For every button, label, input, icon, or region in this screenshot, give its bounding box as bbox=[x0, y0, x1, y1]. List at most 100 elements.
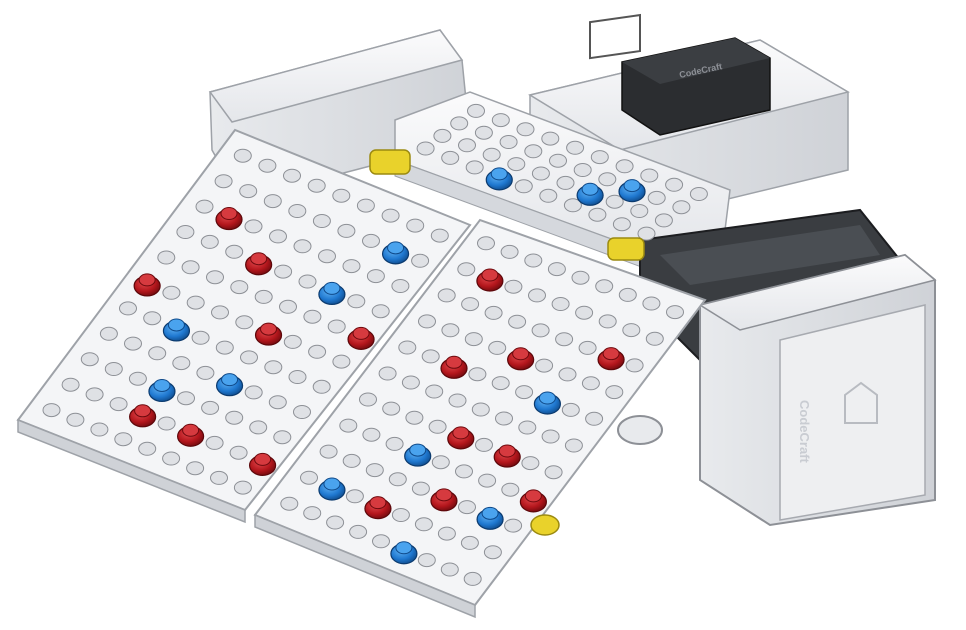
right-panel-hole bbox=[488, 340, 507, 355]
middle-plate-hole bbox=[556, 175, 575, 190]
right-panel-hole bbox=[521, 456, 540, 471]
right-panel-hole bbox=[471, 402, 490, 417]
left-panel-hole bbox=[176, 225, 195, 239]
left-panel-hole bbox=[258, 158, 277, 173]
right-panel-hole bbox=[365, 463, 384, 478]
right-panel-hole bbox=[484, 305, 503, 320]
middle-plate-hole bbox=[615, 159, 634, 174]
left-panel-hole bbox=[210, 470, 228, 485]
right-panel-hole bbox=[326, 515, 345, 530]
right-panel-hole bbox=[339, 418, 358, 433]
right-panel-hole bbox=[555, 332, 574, 347]
right-panel-hole bbox=[531, 323, 550, 338]
left-panel-hole bbox=[205, 435, 224, 450]
right-panel-hole bbox=[504, 279, 523, 294]
left-panel-hole bbox=[274, 264, 293, 279]
right-panel-hole bbox=[571, 270, 590, 285]
right-panel-hole bbox=[458, 500, 476, 515]
left-panel-hole bbox=[249, 420, 268, 435]
left-panel-hole bbox=[293, 405, 311, 419]
left-panel-hole bbox=[225, 244, 244, 259]
right-panel-hole bbox=[455, 464, 473, 479]
right-panel-hole bbox=[460, 535, 479, 550]
left-panel-hole bbox=[186, 295, 205, 310]
right-panel-hole bbox=[544, 465, 563, 480]
middle-plate-hole bbox=[507, 157, 526, 172]
left-panel-hole bbox=[288, 370, 307, 384]
blue-peg bbox=[485, 167, 513, 191]
left-panel-hole bbox=[312, 379, 331, 394]
middle-plate-hole bbox=[647, 190, 666, 205]
middle-plate-hole bbox=[474, 125, 493, 140]
middle-plate-hole bbox=[689, 187, 708, 201]
right-panel-hole bbox=[362, 427, 381, 442]
left-panel-hole bbox=[42, 403, 61, 418]
right-panel-hole bbox=[575, 305, 594, 320]
right-panel-hole bbox=[528, 288, 546, 303]
left-panel-hole bbox=[138, 441, 157, 456]
middle-plate-hole bbox=[450, 116, 469, 131]
right-panel-hole bbox=[598, 314, 617, 329]
left-panel-hole bbox=[124, 336, 142, 351]
right-panel-hole bbox=[581, 376, 600, 391]
left-panel-hole bbox=[264, 360, 283, 375]
right-panel-hole bbox=[461, 297, 480, 312]
left-panel-hole bbox=[109, 397, 128, 412]
left-panel-hole bbox=[172, 356, 191, 371]
left-panel-hole bbox=[342, 259, 361, 274]
left-panel-hole bbox=[411, 253, 430, 268]
middle-plate-hole bbox=[514, 179, 533, 194]
right-panel-hole bbox=[561, 402, 580, 417]
right-panel-hole bbox=[342, 453, 361, 468]
charge-icon bbox=[844, 381, 878, 424]
middle-plate-hole bbox=[665, 177, 684, 192]
middle-plate-hole bbox=[539, 188, 558, 203]
right-panel-hole bbox=[385, 436, 404, 451]
middle-plate-hole bbox=[637, 226, 656, 241]
left-panel-hole bbox=[371, 304, 390, 319]
left-panel-hole bbox=[162, 285, 181, 300]
left-panel-hole bbox=[206, 270, 224, 285]
left-panel-hole bbox=[157, 250, 176, 265]
left-panel-hole bbox=[279, 299, 297, 314]
middle-plate-hole bbox=[573, 163, 592, 177]
left-panel-hole bbox=[366, 269, 385, 284]
right-panel-hole bbox=[417, 553, 436, 568]
middle-plate-hole bbox=[605, 194, 624, 209]
middle-plate-hole bbox=[563, 198, 582, 213]
left-panel-hole bbox=[263, 194, 282, 209]
blue-peg bbox=[404, 443, 432, 467]
left-panel-hole bbox=[318, 249, 336, 264]
middle-plate-hole bbox=[467, 103, 485, 118]
right-panel-hole bbox=[558, 367, 577, 382]
middle-plate-hole bbox=[598, 172, 617, 187]
right-panel-hole bbox=[605, 385, 624, 400]
pegs bbox=[129, 167, 646, 565]
right-panel-hole bbox=[418, 314, 436, 329]
red-peg bbox=[245, 252, 273, 276]
left-panel-hole bbox=[293, 239, 312, 254]
right-panel-hole bbox=[475, 437, 493, 452]
right-panel-hole bbox=[391, 508, 410, 522]
right-panel-hole bbox=[535, 358, 554, 373]
left-panel-hole bbox=[239, 184, 258, 199]
middle-plate-hole bbox=[524, 144, 543, 159]
left-panel-hole bbox=[181, 260, 200, 275]
right-panel-hole bbox=[431, 455, 450, 470]
yellow-connectors bbox=[369, 149, 645, 261]
right-panel-hole bbox=[388, 472, 407, 487]
middle-plate-hole bbox=[491, 113, 510, 128]
middle-plate-hole bbox=[640, 168, 659, 183]
red-peg bbox=[447, 426, 475, 450]
right-panel-hole bbox=[349, 524, 368, 539]
middle-plate-hole bbox=[516, 122, 535, 137]
right-panel-hole bbox=[457, 262, 476, 277]
left-panel-hole bbox=[362, 233, 380, 248]
blue-peg bbox=[618, 179, 646, 203]
middle-plate-hole bbox=[458, 138, 476, 153]
left-panel-hole bbox=[200, 234, 219, 249]
left-panel-hole bbox=[157, 416, 176, 431]
right-panel-hole bbox=[524, 253, 543, 268]
blue-peg bbox=[318, 477, 346, 501]
